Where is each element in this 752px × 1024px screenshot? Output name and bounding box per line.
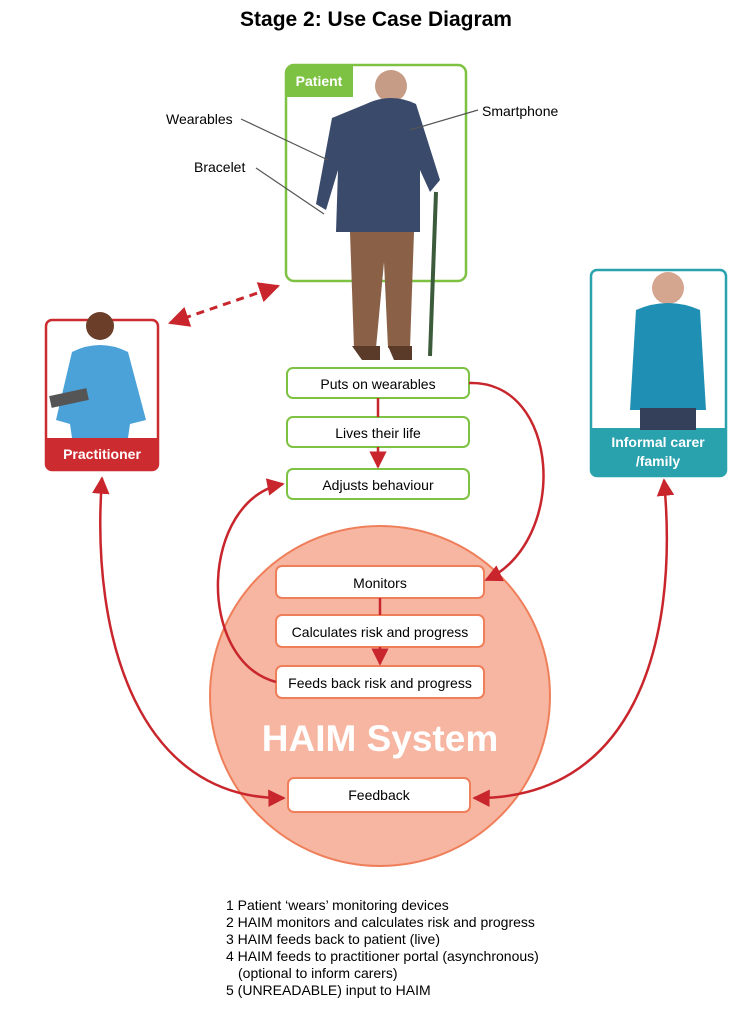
step-calculates: Calculates risk and progress xyxy=(292,624,469,640)
step-puts-on-wearables: Puts on wearables xyxy=(320,376,435,392)
patient-practitioner-link xyxy=(168,282,280,327)
step-feeds-back: Feeds back risk and progress xyxy=(288,675,472,691)
patient-figure xyxy=(316,70,440,360)
patient-label: Patient xyxy=(296,73,343,89)
patient-actor: Patient xyxy=(284,63,468,360)
note-4: 4 HAIM feeds to practitioner portal (asy… xyxy=(226,948,539,964)
note-2: 2 HAIM monitors and calculates risk and … xyxy=(226,914,535,930)
practitioner-feedback-arrow xyxy=(92,476,286,807)
wearables-label: Wearables xyxy=(166,111,233,127)
patient-steps: Puts on wearables Lives their life Adjus… xyxy=(286,367,470,500)
diagram-title: Stage 2: Use Case Diagram xyxy=(240,8,512,31)
feedback-label: Feedback xyxy=(348,787,410,803)
smartphone-label: Smartphone xyxy=(482,103,558,119)
bracelet-label: Bracelet xyxy=(194,159,245,175)
carer-figure xyxy=(630,272,706,430)
note-3: 3 HAIM feeds back to patient (live) xyxy=(226,931,440,947)
haim-system-label: HAIM System xyxy=(262,718,498,759)
carer-actor: Informal carer /family xyxy=(589,268,728,478)
step-adjusts-behaviour: Adjusts behaviour xyxy=(322,477,434,493)
wearables-to-monitors-arrow xyxy=(468,381,545,582)
practitioner-figure xyxy=(49,312,146,438)
step-connectors xyxy=(369,398,389,666)
practitioner-label: Practitioner xyxy=(63,446,141,462)
carer-label-line1: Informal carer xyxy=(611,434,705,450)
step-lives-their-life: Lives their life xyxy=(335,425,421,441)
step-adjusts-behaviour-box xyxy=(286,468,470,500)
device-callouts: Wearables Bracelet Smartphone xyxy=(166,103,558,215)
note-1: 1 Patient ‘wears’ monitoring devices xyxy=(226,897,449,913)
step-monitors: Monitors xyxy=(353,575,407,591)
carer-feedback-arrow xyxy=(472,478,675,807)
note-4-continued: (optional to inform carers) xyxy=(238,965,398,981)
note-5: 5 (UNREADABLE) input to HAIM xyxy=(226,982,431,998)
flow-arrows xyxy=(92,381,675,807)
practitioner-actor: Practitioner xyxy=(44,312,160,472)
numbered-notes: 1 Patient ‘wears’ monitoring devices 2 H… xyxy=(226,897,666,999)
carer-label-line2: /family xyxy=(636,453,681,469)
feedback-box xyxy=(287,777,471,813)
